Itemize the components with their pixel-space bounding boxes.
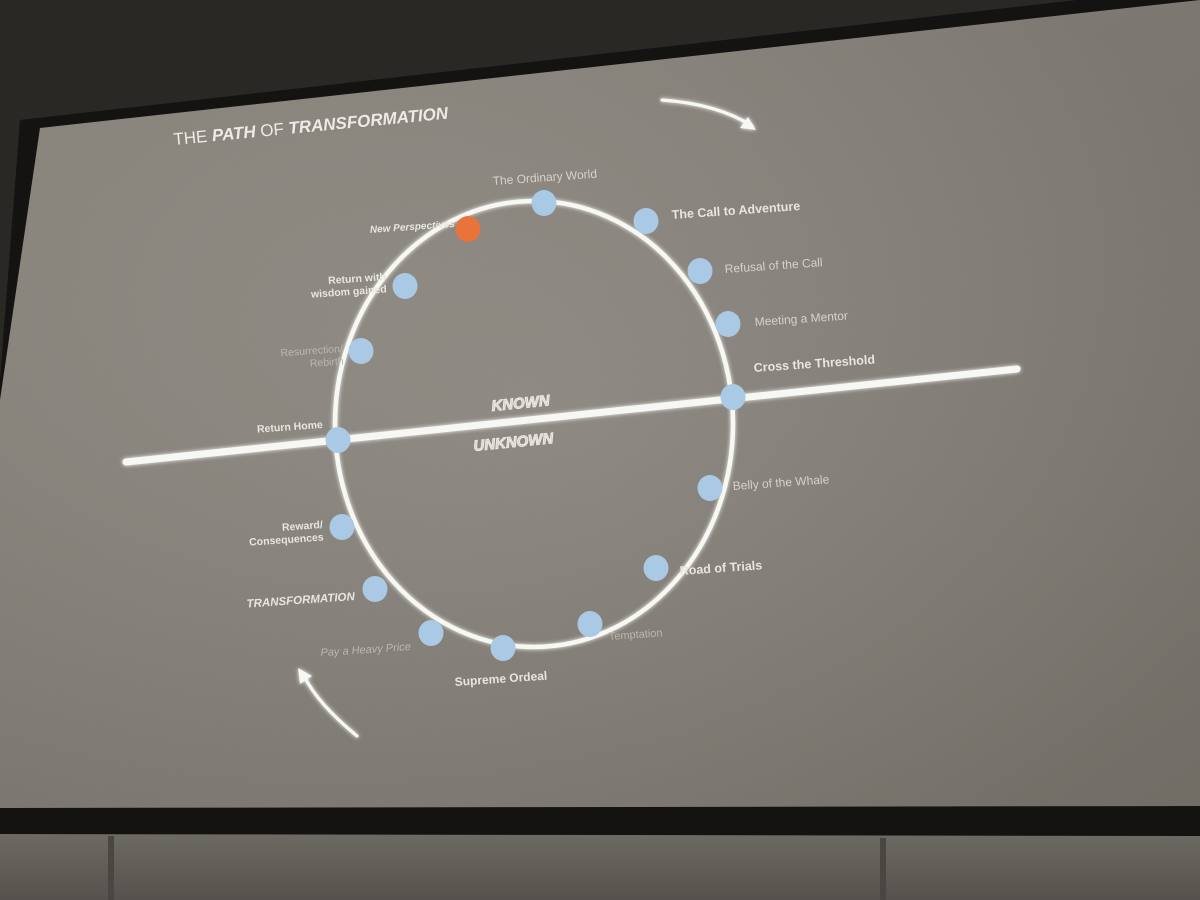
- stage-node-ordinary-world: [531, 190, 557, 216]
- stage-node-supreme-ordeal: [490, 635, 516, 661]
- stage-label-return-with-wisdom: Return withwisdom gained: [309, 271, 387, 301]
- stage-label-resurrection-rebirth: Resurrection/Rebirth: [280, 343, 344, 372]
- stage-supreme-ordeal: Supreme Ordeal: [454, 635, 548, 689]
- known-unknown-divider: [122, 365, 1021, 466]
- wall-panel-seam-left: [108, 836, 114, 900]
- stage-label-meeting-a-mentor: Meeting a Mentor: [754, 309, 848, 329]
- stage-reward-consequences: Reward/Consequences: [248, 514, 355, 549]
- stage-node-temptation: [577, 611, 603, 637]
- stage-temptation: Temptation: [577, 611, 663, 643]
- stage-return-home: Return Home: [257, 419, 351, 453]
- stage-node-return-home: [325, 427, 351, 453]
- stage-label-return-home: Return Home: [257, 419, 324, 436]
- screen-glow: [0, 0, 1200, 808]
- stage-node-meeting-a-mentor: [715, 311, 741, 337]
- stage-node-road-of-trials: [643, 555, 669, 581]
- stage-label-temptation: Temptation: [608, 627, 663, 643]
- title-the: THE: [173, 126, 213, 149]
- stage-label-reward-consequences: Reward/Consequences: [248, 519, 324, 549]
- stage-node-cross-the-threshold: [720, 384, 746, 410]
- stage-label-road-of-trials: Road of Trials: [679, 558, 762, 578]
- stage-road-of-trials: Road of Trials: [643, 555, 763, 581]
- stage-label-supreme-ordeal: Supreme Ordeal: [454, 669, 547, 689]
- stage-node-resurrection-rebirth: [348, 338, 374, 364]
- stage-label-belly-of-the-whale: Belly of the Whale: [732, 472, 830, 493]
- lower-wall: [0, 832, 1200, 900]
- stage-node-belly-of-the-whale: [697, 475, 723, 501]
- stage-node-reward-consequences: [329, 514, 355, 540]
- stage-node-transformation: [362, 576, 388, 602]
- stage-return-with-wisdom: Return withwisdom gained: [309, 271, 418, 301]
- known-label-group: KNOWN: [490, 392, 552, 416]
- curved-arrow-clockwise-icon: [660, 98, 756, 130]
- stage-node-pay-a-heavy-price: [418, 620, 444, 646]
- stage-resurrection-rebirth: Resurrection/Rebirth: [280, 338, 374, 372]
- stage-node-refusal-of-the-call: [687, 258, 713, 284]
- stage-meeting-a-mentor: Meeting a Mentor: [715, 309, 848, 337]
- title-path: PATH: [211, 122, 257, 145]
- stage-label-refusal-of-the-call: Refusal of the Call: [724, 255, 823, 276]
- curved-arrow-up-icon: [298, 668, 359, 738]
- stage-node-new-perspectives: [455, 216, 481, 242]
- stage-belly-of-the-whale: Belly of the Whale: [697, 472, 830, 501]
- known-label: KNOWN: [491, 392, 552, 415]
- stage-refusal-of-the-call: Refusal of the Call: [687, 255, 823, 284]
- stage-node-call-to-adventure: [633, 208, 659, 234]
- title-of: OF: [255, 119, 290, 141]
- wall-panel-seam-right: [880, 838, 886, 900]
- stage-node-return-with-wisdom: [392, 273, 418, 299]
